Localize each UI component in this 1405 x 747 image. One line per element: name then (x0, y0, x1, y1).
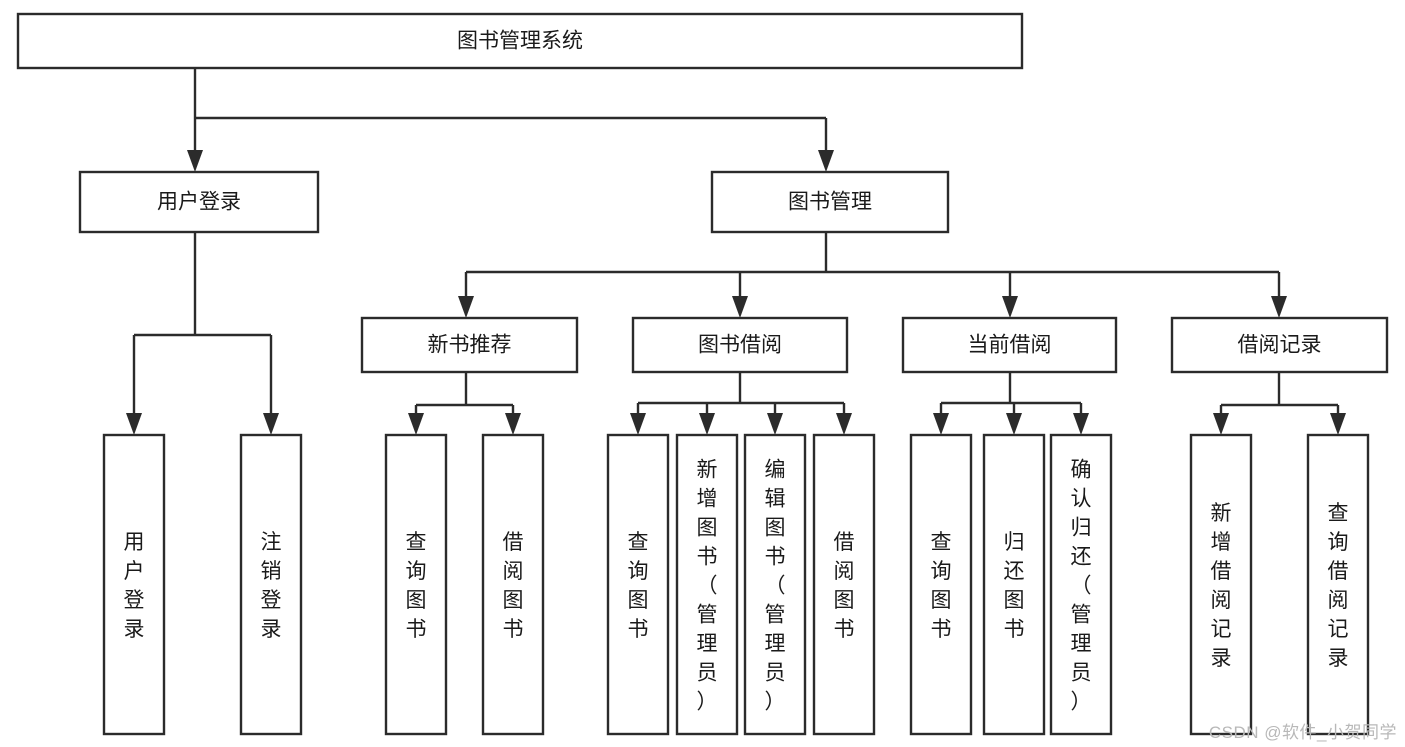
node-leaf-借阅图书-3[interactable]: 借阅图书 (481, 433, 545, 736)
node-label: 查询图书 (406, 531, 427, 641)
arrow-head-icon (505, 413, 521, 435)
connector-level1-user-to-leaves (126, 232, 279, 435)
node-root-图书管理系统[interactable]: 图书管理系统 (16, 12, 1024, 70)
node-level2-借阅记录-3[interactable]: 借阅记录 (1170, 316, 1389, 374)
arrow-head-icon (458, 296, 474, 318)
node-label: 查询图书 (931, 531, 952, 641)
node-box[interactable] (675, 433, 739, 736)
arrow-head-icon (187, 150, 203, 172)
node-label: 注销登录 (261, 531, 282, 641)
arrow-head-icon (699, 413, 715, 435)
node-box[interactable] (631, 316, 849, 374)
node-box[interactable] (901, 316, 1118, 374)
node-box[interactable] (1049, 433, 1113, 736)
arrow-head-icon (126, 413, 142, 435)
node-label: 查询借阅记录 (1328, 502, 1349, 670)
node-level2-新书推荐-0[interactable]: 新书推荐 (360, 316, 579, 374)
node-leaf-确认归还-管理员-10[interactable]: 确认归还（管理员） (1049, 433, 1113, 736)
connector-root-to-level1 (187, 68, 834, 172)
node-leaf-查询图书-4[interactable]: 查询图书 (606, 433, 670, 736)
node-label: 新增借阅记录 (1211, 502, 1232, 670)
node-label: 借阅图书 (834, 531, 855, 641)
arrow-head-icon (1330, 413, 1346, 435)
node-box[interactable] (1170, 316, 1389, 374)
connector-layer (126, 68, 1346, 435)
node-level2-图书借阅-1[interactable]: 图书借阅 (631, 316, 849, 374)
arrow-head-icon (263, 413, 279, 435)
node-level1-图书管理-1[interactable]: 图书管理 (710, 170, 950, 234)
node-box[interactable] (384, 433, 448, 736)
arrow-head-icon (933, 413, 949, 435)
node-label: 图书借阅 (698, 334, 782, 357)
node-label: 查询图书 (628, 531, 649, 641)
node-label: 借阅记录 (1238, 334, 1322, 357)
arrow-head-icon (1271, 296, 1287, 318)
connector-level2-new-to-leaves (408, 372, 521, 435)
node-leaf-查询图书-8[interactable]: 查询图书 (909, 433, 973, 736)
connector-level2-current-to-leaves (933, 372, 1089, 435)
node-leaf-查询借阅记录-12[interactable]: 查询借阅记录 (1306, 433, 1370, 736)
node-label: 用户登录 (124, 531, 145, 641)
node-leaf-编辑图书-管理员-6[interactable]: 编辑图书（管理员） (743, 433, 807, 736)
node-box[interactable] (102, 433, 166, 736)
arrow-head-icon (630, 413, 646, 435)
node-box[interactable] (481, 433, 545, 736)
node-label: 新书推荐 (428, 334, 512, 357)
node-box[interactable] (239, 433, 303, 736)
node-leaf-用户登录-0[interactable]: 用户登录 (102, 433, 166, 736)
node-label: 图书管理系统 (457, 30, 583, 53)
node-level2-当前借阅-2[interactable]: 当前借阅 (901, 316, 1118, 374)
node-box[interactable] (606, 433, 670, 736)
node-label: 用户登录 (157, 191, 241, 214)
node-box[interactable] (360, 316, 579, 374)
node-leaf-注销登录-1[interactable]: 注销登录 (239, 433, 303, 736)
arrow-head-icon (732, 296, 748, 318)
node-level1-用户登录-0[interactable]: 用户登录 (78, 170, 320, 234)
node-leaf-借阅图书-7[interactable]: 借阅图书 (812, 433, 876, 736)
arrow-head-icon (1006, 413, 1022, 435)
node-label: 归还图书 (1004, 531, 1025, 641)
node-box[interactable] (78, 170, 320, 234)
node-label: 新增图书（管理员） (697, 459, 718, 714)
connector-level2-borrow-to-leaves (630, 372, 852, 435)
node-box[interactable] (743, 433, 807, 736)
arrow-head-icon (1213, 413, 1229, 435)
arrow-head-icon (818, 150, 834, 172)
node-leaf-查询图书-2[interactable]: 查询图书 (384, 433, 448, 736)
node-box[interactable] (1306, 433, 1370, 736)
node-box[interactable] (982, 433, 1046, 736)
node-box[interactable] (710, 170, 950, 234)
node-label: 确认归还（管理员） (1071, 459, 1092, 714)
arrow-head-icon (1073, 413, 1089, 435)
arrow-head-icon (1002, 296, 1018, 318)
arrow-head-icon (408, 413, 424, 435)
csdn-watermark: CSDN @软件_小贺同学 (1208, 723, 1397, 742)
node-box[interactable] (909, 433, 973, 736)
node-leaf-新增借阅记录-11[interactable]: 新增借阅记录 (1189, 433, 1253, 736)
node-layer: 图书管理系统用户登录图书管理新书推荐图书借阅当前借阅借阅记录用户登录注销登录查询… (16, 12, 1389, 736)
connector-level2-record-to-leaves (1213, 372, 1346, 435)
node-label: 编辑图书（管理员） (765, 459, 786, 714)
node-box[interactable] (1189, 433, 1253, 736)
arrow-head-icon (836, 413, 852, 435)
connector-level1-book-to-level2 (458, 232, 1287, 318)
node-box[interactable] (812, 433, 876, 736)
node-label: 当前借阅 (968, 334, 1052, 357)
node-label: 图书管理 (788, 191, 872, 214)
node-box[interactable] (16, 12, 1024, 70)
node-leaf-新增图书-管理员-5[interactable]: 新增图书（管理员） (675, 433, 739, 736)
arrow-head-icon (767, 413, 783, 435)
node-label: 借阅图书 (503, 531, 524, 641)
node-leaf-归还图书-9[interactable]: 归还图书 (982, 433, 1046, 736)
